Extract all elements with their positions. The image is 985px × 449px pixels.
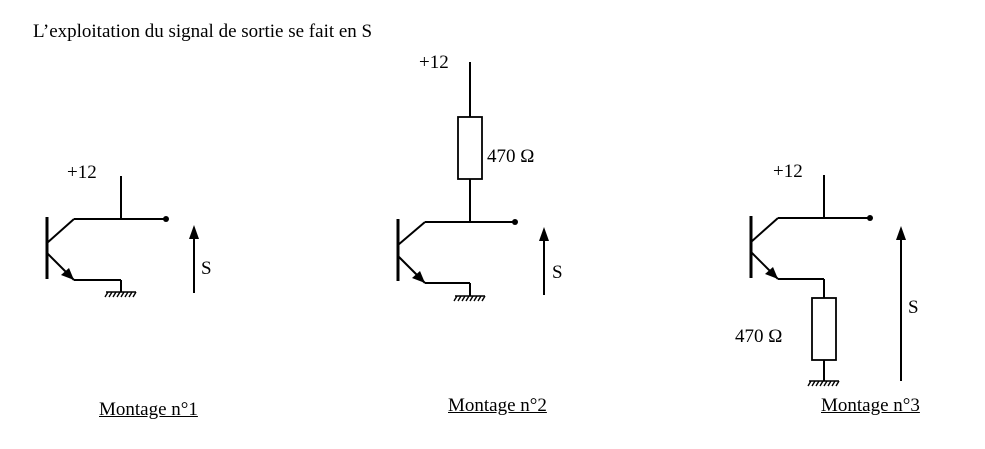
m3-output-label: S (908, 297, 919, 318)
m2-caption: Montage n°2 (448, 395, 547, 416)
m1-caption: Montage n°1 (99, 399, 198, 420)
m3-output-node (867, 215, 873, 221)
montage-1-circuit (45, 176, 199, 298)
m3-collector-lead (750, 217, 779, 243)
intro-text: L’exploitation du signal de sortie se fa… (33, 21, 373, 42)
m2-resistor-label: 470 Ω (487, 146, 535, 167)
m1-output-label: S (201, 258, 212, 279)
m2-output-arrow-head (539, 227, 549, 241)
m3-ground-symbol (807, 380, 840, 387)
montage-2-circuit (396, 62, 549, 302)
m3-caption: Montage n°3 (821, 395, 920, 416)
m2-output-label: S (552, 262, 563, 283)
m1-collector-lead (46, 218, 75, 244)
m3-output-arrow-head (896, 226, 906, 240)
m2-emitter-arrow (412, 271, 425, 283)
m1-emitter-arrow (61, 268, 74, 280)
m3-resistor (811, 297, 837, 361)
m1-output-arrow-head (189, 225, 199, 239)
m2-ground-symbol (453, 295, 486, 302)
m1-ground-symbol (104, 291, 137, 298)
m3-supply-label: +12 (773, 161, 803, 182)
m2-resistor (457, 116, 483, 180)
montage-3-circuit (749, 175, 906, 387)
m2-supply-label: +12 (419, 52, 449, 73)
m2-output-node (512, 219, 518, 225)
m1-output-node (163, 216, 169, 222)
m1-supply-label: +12 (67, 162, 97, 183)
m3-resistor-label: 470 Ω (735, 326, 783, 347)
m2-collector-lead (397, 221, 426, 246)
m3-emitter-arrow (765, 267, 778, 279)
